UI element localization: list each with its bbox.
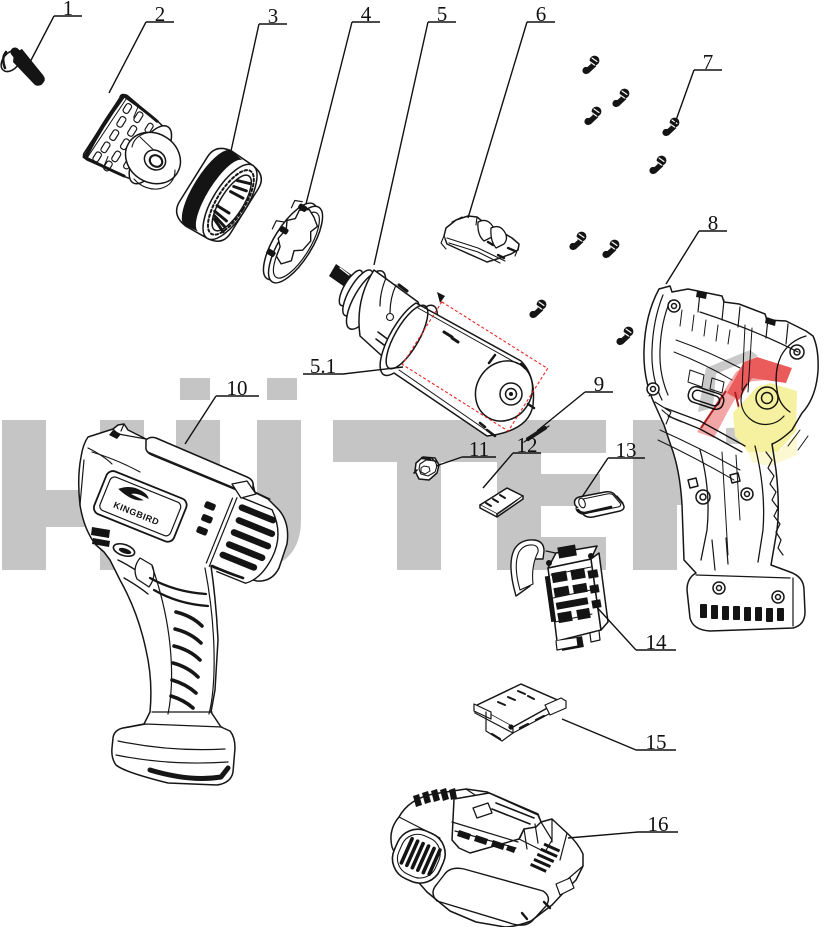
svg-text:12: 12 — [517, 433, 538, 457]
svg-text:13: 13 — [616, 438, 637, 462]
svg-text:4: 4 — [361, 2, 372, 26]
svg-text:3: 3 — [268, 4, 279, 28]
svg-text:2: 2 — [155, 2, 166, 26]
svg-text:6: 6 — [536, 2, 547, 26]
svg-text:9: 9 — [594, 372, 605, 396]
svg-text:11: 11 — [469, 437, 489, 461]
svg-text:16: 16 — [648, 812, 669, 836]
svg-text:15: 15 — [646, 730, 667, 754]
svg-text:5: 5 — [437, 2, 448, 26]
svg-text:7: 7 — [703, 50, 714, 74]
svg-text:5.1: 5.1 — [310, 354, 336, 378]
svg-text:8: 8 — [708, 211, 719, 235]
svg-text:10: 10 — [227, 376, 248, 400]
svg-text:14: 14 — [646, 630, 668, 654]
svg-text:1: 1 — [63, 0, 74, 20]
